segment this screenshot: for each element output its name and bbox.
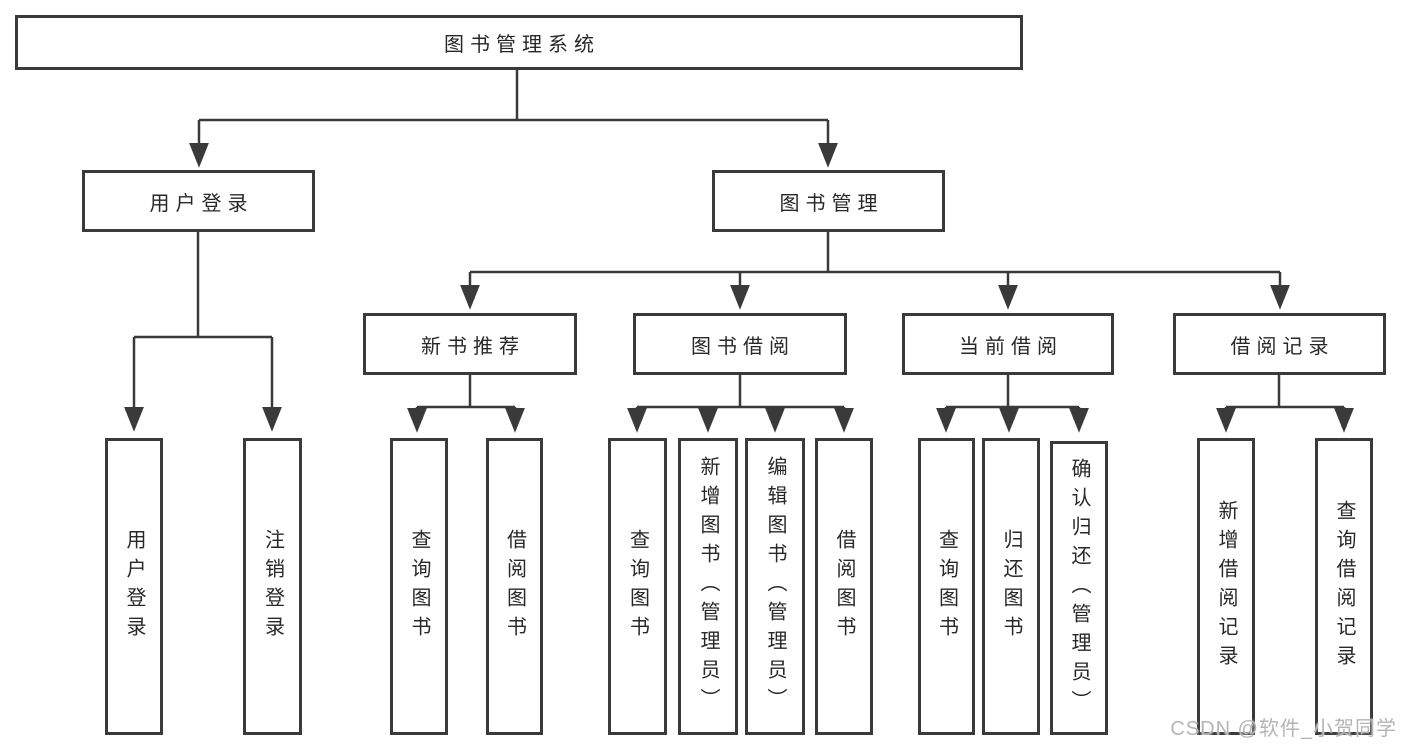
- node-label: 借阅记录: [1230, 335, 1335, 358]
- node-label: 归还图书: [1000, 528, 1022, 645]
- node-label: 查询图书: [626, 528, 649, 645]
- leaf-current-return-books: 归还图书: [982, 438, 1040, 735]
- leaf-recommend-borrow-books: 借阅图书: [486, 438, 543, 735]
- node-label: 注销登录: [261, 528, 284, 645]
- node-user-login: 用户登录: [82, 170, 315, 232]
- node-label: 借阅图书: [503, 528, 526, 645]
- node-root-library-system: 图书管理系统: [15, 15, 1023, 70]
- node-label: 新书推荐: [421, 335, 525, 358]
- leaf-user-login: 用户登录: [105, 438, 163, 735]
- node-label: 查询图书: [408, 528, 430, 645]
- node-label: 编辑图书（管理员）: [764, 456, 786, 717]
- node-new-book-recommend: 新书推荐: [363, 313, 577, 375]
- node-borrow-records: 借阅记录: [1173, 313, 1386, 375]
- node-label: 用户登录: [149, 192, 254, 215]
- leaf-borrow-edit-books-admin: 编辑图书（管理员）: [745, 438, 805, 735]
- csdn-watermark: CSDN @软件_小贺同学: [1170, 718, 1397, 740]
- leaf-recommend-query-books: 查询图书: [390, 438, 448, 735]
- node-label: 图书借阅: [691, 335, 795, 358]
- leaf-borrow-query-books: 查询图书: [608, 438, 667, 735]
- leaf-logout: 注销登录: [243, 438, 302, 735]
- node-current-borrow: 当前借阅: [902, 313, 1114, 375]
- node-book-borrow: 图书借阅: [633, 313, 847, 375]
- node-label: 当前借阅: [959, 335, 1063, 358]
- node-label: 借阅图书: [833, 528, 855, 645]
- leaf-borrow-add-books-admin: 新增图书（管理员）: [678, 438, 738, 735]
- node-label: 新增借阅记录: [1215, 499, 1237, 674]
- node-label: 确认归还（管理员）: [1068, 457, 1090, 719]
- leaf-records-add-record: 新增借阅记录: [1197, 438, 1255, 735]
- node-label: 用户登录: [123, 528, 145, 645]
- node-book-management: 图书管理: [712, 170, 945, 232]
- node-label: 查询图书: [935, 528, 958, 645]
- node-label: 查询借阅记录: [1333, 499, 1355, 674]
- node-label: 新增图书（管理员）: [697, 456, 719, 717]
- node-label: 图书管理: [779, 192, 884, 215]
- leaf-current-confirm-return-admin: 确认归还（管理员）: [1050, 441, 1108, 735]
- leaf-borrow-borrow-books: 借阅图书: [815, 438, 873, 735]
- leaf-current-query-books: 查询图书: [918, 438, 975, 735]
- node-label: 图书管理系统: [444, 34, 600, 56]
- leaf-records-query-record: 查询借阅记录: [1315, 438, 1373, 735]
